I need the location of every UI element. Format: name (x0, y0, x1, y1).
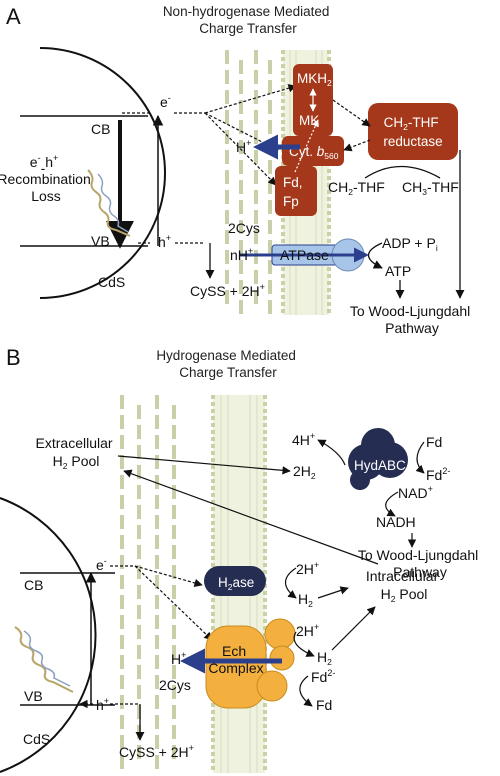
ech-complex (205, 618, 296, 709)
panel-a: A Non-hydrogenase Mediated Charge Transf… (0, 4, 474, 336)
cds-particle-b (0, 497, 97, 773)
vb-label-a: VB (91, 233, 110, 249)
mk-label: MK (299, 113, 319, 128)
intracellular-pool: Intracellular H2 Pool (366, 568, 442, 604)
ch3thf-label: CH3-THF (402, 179, 459, 197)
h-plus-label-b: H+ (171, 650, 186, 667)
cyt-b560-box (282, 136, 344, 166)
two-h-plus-b1: 2H+ (296, 560, 319, 577)
adp-label: ADP + Pi (382, 235, 438, 253)
cds-label-a: CdS (98, 274, 125, 290)
recombination-label: e--h+ Recombination Loss (0, 148, 95, 204)
photon-wave-b (14, 626, 74, 693)
electron-label-b: e- (96, 556, 107, 573)
photon-wave-a (87, 169, 131, 237)
wood-ljungdahl-a: To Wood-Ljungdahl Pathway (350, 303, 474, 336)
electron-label-a: e- (160, 93, 171, 110)
fd-top: Fd (426, 434, 442, 450)
panel-b: B Hydrogenase Mediated Charge Transfer (0, 345, 482, 773)
nadh: NADH (376, 514, 416, 530)
h-plus-label-a: H+ (236, 138, 251, 155)
vb-label-b: VB (24, 688, 43, 704)
mkh2-label: MKH2 (297, 71, 332, 88)
extracellular-pool: Extracellular H2 Pool (36, 435, 117, 471)
wood-ljungdahl-b: To Wood-Ljungdahl Pathway (358, 547, 482, 580)
cyss-b: CySS + 2H+ (119, 743, 194, 760)
ch2thf-reductase-label: CH2-THF reductase (383, 115, 442, 149)
atp-label: ATP (385, 263, 411, 279)
h2ase-box (204, 566, 266, 596)
panel-b-title-line2: Charge Transfer (179, 365, 277, 380)
panel-b-title-line1: Hydrogenase Mediated (156, 348, 296, 363)
h2ase-label: H2ase (218, 575, 254, 592)
panel-b-title: Hydrogenase Mediated Charge Transfer (156, 348, 299, 380)
four-h-plus: 4H+ (292, 431, 315, 448)
cb-label-a: CB (91, 121, 110, 137)
fp-label: Fp (283, 194, 299, 209)
cds-label-b: CdS (23, 731, 50, 747)
two-cys-a: 2Cys (228, 220, 260, 236)
nh-plus-label: nH+ (230, 246, 253, 263)
panel-a-title: Non-hydrogenase Mediated Charge Transfer (163, 4, 333, 36)
fd-label: Fd, (283, 175, 303, 190)
hole-label-a: h+ (158, 233, 171, 250)
h2-b1: H2 (298, 591, 313, 609)
two-h2: 2H2 (293, 463, 316, 481)
recomb-eh: e--h+ (30, 153, 59, 176)
hydabc-label: HydABC (354, 458, 406, 473)
panel-a-letter: A (6, 4, 21, 29)
atpase-label: ATPase (280, 247, 329, 263)
fd2-minus-b: Fd2- (311, 668, 335, 685)
panel-b-letter: B (6, 345, 21, 370)
ech-label: Ech Complex (208, 643, 263, 676)
two-cys-b: 2Cys (159, 677, 191, 693)
panel-a-title-line2: Charge Transfer (199, 21, 297, 36)
recomb-line2: Recombination (0, 171, 91, 187)
fd-b: Fd (316, 697, 332, 713)
recomb-line3: Loss (31, 188, 61, 204)
cell-wall-a (225, 50, 272, 314)
fd2-minus: Fd2- (426, 466, 450, 483)
fd-fp-box (275, 166, 317, 216)
ch2thf-reductase-box (368, 103, 458, 160)
ch2thf-label: CH2-THF (328, 179, 385, 197)
cb-label-b: CB (24, 577, 43, 593)
cell-wall-b (120, 395, 176, 769)
h2-b2: H2 (317, 649, 332, 667)
cyss-a: CySS + 2H+ (190, 282, 265, 299)
two-h-plus-b2: 2H+ (296, 622, 319, 639)
hydabc-complex (348, 428, 408, 490)
hole-label-b: h+ (96, 696, 109, 713)
nad-plus: NAD+ (398, 484, 433, 501)
panel-a-title-line1: Non-hydrogenase Mediated (163, 4, 330, 19)
